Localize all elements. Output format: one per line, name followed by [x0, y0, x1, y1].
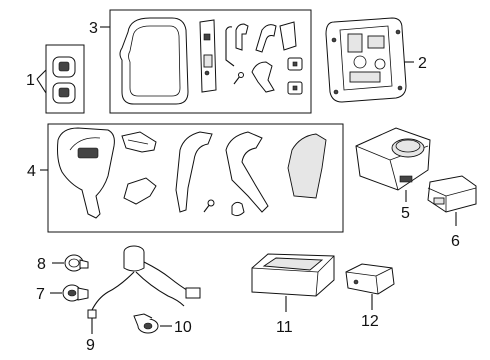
part-group-4	[47, 123, 344, 233]
part-4-trim-left	[175, 131, 213, 213]
part-3-rod	[225, 26, 235, 67]
callout-11: 11	[276, 319, 293, 336]
part-1-switch-bottom	[52, 82, 76, 104]
callout-10: 10	[174, 319, 192, 336]
group-4-box	[47, 123, 344, 233]
part-3-tab	[279, 21, 297, 51]
part-7-socket	[62, 284, 89, 302]
part-4-panel	[287, 133, 327, 199]
callout-3: 3	[89, 20, 98, 37]
callout-7: 7	[36, 286, 45, 303]
part-3-screw	[233, 72, 244, 85]
part-4-bracket-lower	[123, 177, 157, 205]
callout-9: 9	[86, 337, 95, 354]
part-4-trim-right	[225, 131, 269, 213]
callout-5: 5	[401, 205, 410, 222]
group-3-box	[109, 9, 312, 114]
part-3-hook-lower	[251, 61, 275, 93]
callout-12: 12	[361, 313, 379, 330]
part-1-switch-top	[52, 56, 76, 78]
callout-2: 2	[418, 55, 427, 72]
part-4-clip	[231, 201, 245, 217]
part-4-cover	[57, 127, 115, 219]
part-3-clip	[235, 23, 249, 51]
part-3-bezel	[119, 17, 189, 105]
part-group-3	[109, 9, 312, 114]
part-3-hook-upper	[255, 24, 277, 53]
callout-4: 4	[27, 163, 36, 180]
part-6-module	[427, 175, 477, 213]
part-8-knob	[64, 254, 89, 272]
callout-6: 6	[451, 233, 460, 250]
part-9-harness	[87, 245, 201, 319]
part-3-switch-strip	[199, 19, 217, 93]
leader-1	[36, 69, 47, 80]
part-5-controller	[355, 127, 431, 191]
callout-8: 8	[37, 256, 46, 273]
callout-1: 1	[26, 72, 35, 89]
part-12-module	[345, 263, 395, 295]
part-group-1	[45, 44, 85, 114]
group-1-box	[45, 44, 85, 114]
part-11-pad	[251, 253, 335, 297]
part-2-shifter-frame	[325, 17, 407, 103]
part-4-screw	[203, 199, 215, 213]
part-10-connector	[133, 313, 159, 334]
leader-1b	[36, 78, 47, 94]
